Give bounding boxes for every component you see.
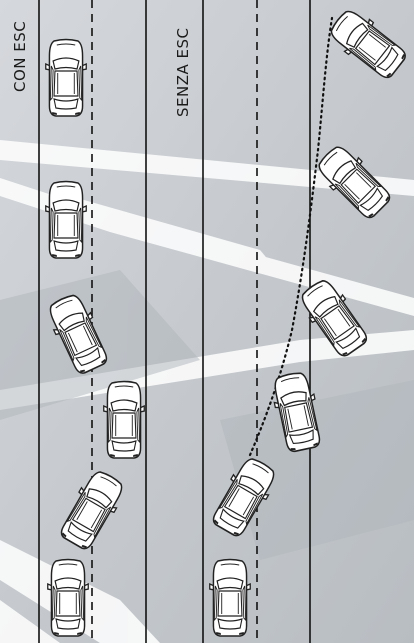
car-con-esc-6 bbox=[48, 560, 88, 637]
car-con-esc-4 bbox=[104, 382, 144, 459]
car-con-esc-2 bbox=[46, 182, 86, 259]
label-senza-esc: SENZA ESC bbox=[174, 28, 192, 118]
label-con-esc: CON ESC bbox=[11, 21, 29, 92]
car-con-esc-1 bbox=[46, 40, 86, 117]
car-senza-esc-1 bbox=[210, 560, 250, 637]
